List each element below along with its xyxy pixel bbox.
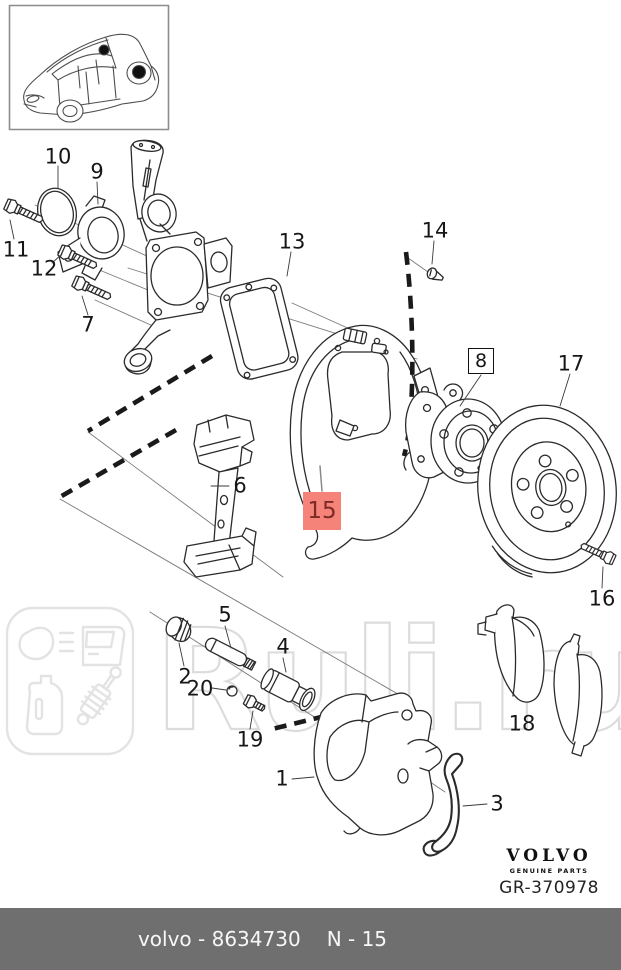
part-label-16: 16 <box>588 586 616 611</box>
ball-20-drawing <box>226 685 238 697</box>
part-label-19: 19 <box>236 727 264 752</box>
part-label-17: 17 <box>557 351 585 376</box>
part-label-4: 4 <box>276 634 290 659</box>
part-label-7: 7 <box>81 312 95 337</box>
caliper-bracket-drawing <box>183 414 257 578</box>
part-label-8: 8 <box>468 348 494 374</box>
part-label-18: 18 <box>508 711 536 736</box>
part-label-14: 14 <box>421 218 449 243</box>
rear-wheel-marker-dot <box>131 64 147 80</box>
body-marker-dot <box>98 44 110 56</box>
hub-bracket-drawing <box>57 195 125 281</box>
brand-block: VOLVO GENUINE PARTS GR-370978 <box>499 846 599 898</box>
headlight-icon <box>18 626 75 661</box>
part-label-11: 11 <box>2 237 30 262</box>
part-label-12: 12 <box>30 256 58 281</box>
footer-bar: volvo - 8634730 N - 15 <box>0 908 621 970</box>
gasket-drawing <box>219 277 299 380</box>
label-leader-lines <box>9 165 604 807</box>
part-label-1: 1 <box>275 766 289 791</box>
footer-page-number: N - 15 <box>326 927 388 951</box>
guide-pin-5-drawing <box>204 637 257 671</box>
seal-ring-drawing <box>36 187 78 237</box>
part-label-2: 2 <box>178 664 192 689</box>
brake-pads-drawing <box>477 604 603 757</box>
part-label-13: 13 <box>278 229 306 254</box>
part-label-15: 15 <box>303 492 341 530</box>
spring-clip-drawing <box>422 752 464 857</box>
steering-knuckle-drawing <box>123 139 233 375</box>
part-label-6: 6 <box>233 473 247 498</box>
volvo-logo-text: VOLVO <box>506 846 592 866</box>
car-door-icon <box>81 625 126 667</box>
bushing-4-drawing <box>260 668 316 712</box>
footer-part-number: volvo - 8634730 <box>137 927 301 951</box>
part-label-9: 9 <box>90 159 104 184</box>
part-label-5: 5 <box>218 602 232 627</box>
part-label-10: 10 <box>44 144 72 169</box>
cap-2-drawing <box>165 616 192 643</box>
brake-caliper-drawing <box>313 692 443 836</box>
oil-canister-icon <box>25 674 64 736</box>
volvo-tagline: GENUINE PARTS <box>509 867 589 875</box>
watermark-logo-frame <box>5 606 135 756</box>
highlight-leader-line <box>319 465 323 492</box>
part-label-20: 20 <box>186 676 214 701</box>
car-location-inset <box>8 4 170 131</box>
shock-absorber-icon <box>76 666 122 726</box>
brake-disc-drawing <box>477 404 617 578</box>
screw-19-drawing <box>242 694 266 712</box>
drawing-number: GR-370978 <box>499 878 599 898</box>
screw-14-drawing <box>426 267 444 281</box>
part-label-3: 3 <box>490 791 504 816</box>
